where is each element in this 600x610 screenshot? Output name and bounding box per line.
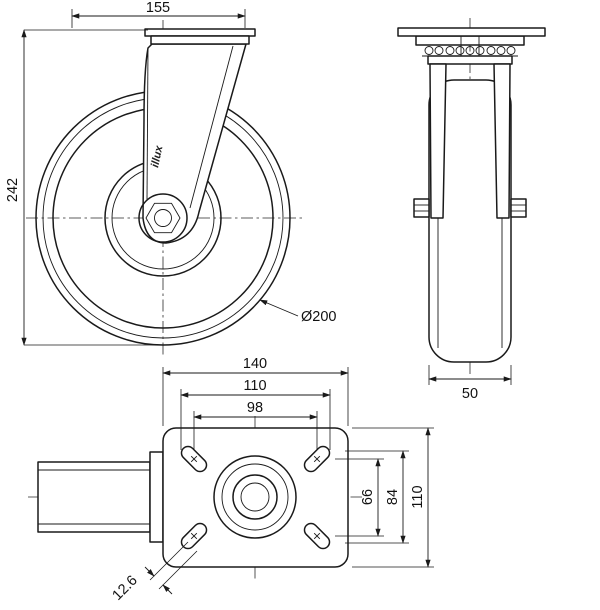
- dim-110-right-label: 110: [410, 485, 426, 508]
- dim-wheel-diameter: Ø200: [259, 299, 336, 325]
- plan-mounting-plate: [162, 427, 349, 568]
- bolt-slot-top-right: [303, 445, 331, 473]
- dim-98-label: 98: [247, 400, 263, 416]
- side-wheel: [428, 79, 512, 363]
- dim-overall-height: 242: [5, 29, 168, 346]
- plan-swivel-boss: [213, 455, 297, 539]
- dim-50-label: 50: [462, 386, 478, 402]
- front-hub: [138, 193, 188, 243]
- dim-110-top-label: 110: [243, 378, 266, 394]
- front-top-plate: [144, 28, 256, 45]
- side-swivel-head: [415, 35, 525, 65]
- ball-bearings: [424, 46, 516, 55]
- side-top-plate: [397, 27, 546, 37]
- plan-fork-leg: [149, 451, 164, 543]
- dim-140-label: 140: [243, 356, 267, 372]
- dim-mid-height: 84: [345, 450, 409, 544]
- plan-view: 140 110 98 66 84: [28, 356, 434, 604]
- dim-12-6-label: 12.6: [110, 573, 141, 604]
- bolt-slot-bottom-right: [303, 522, 331, 550]
- dim-plate-width: 140: [162, 356, 349, 426]
- side-view: 50: [397, 18, 546, 402]
- side-axle-nuts: [413, 198, 527, 218]
- dim-inner-width: 98: [193, 400, 318, 450]
- wheel-diameter-label: Ø200: [301, 309, 336, 325]
- front-fork: illux: [142, 43, 247, 244]
- front-view: illux 155 242 Ø200: [5, 0, 336, 358]
- dim-84-label: 84: [385, 489, 401, 505]
- plan-wheel: [37, 451, 164, 543]
- dim-plate-height: 110: [352, 427, 434, 568]
- dim-bolt-spacing-height: 66: [335, 458, 384, 537]
- dim-66-label: 66: [360, 489, 376, 505]
- brand-logo: illux: [149, 144, 165, 169]
- dim-bolt-spacing-width: 110: [180, 378, 331, 450]
- dim-wheel-width: 50: [428, 365, 512, 402]
- dim-plate-length: 155: [71, 0, 246, 28]
- dim-242-label: 242: [5, 178, 21, 202]
- dim-155-label: 155: [146, 0, 170, 16]
- side-fork-legs: [429, 63, 511, 219]
